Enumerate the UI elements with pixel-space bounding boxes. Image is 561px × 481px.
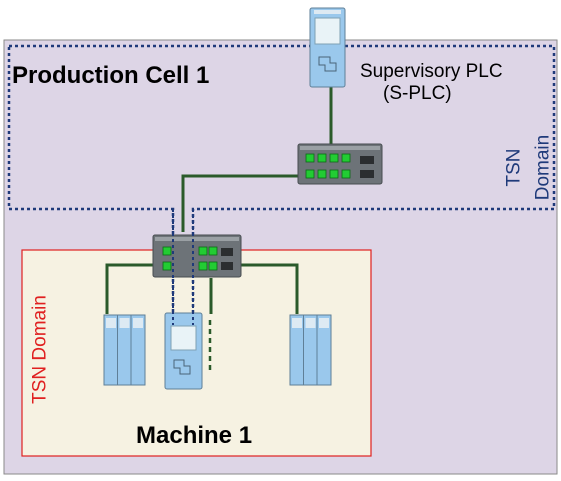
tsn-domain-outer-label-line2: Domain bbox=[532, 134, 554, 201]
plc-controller-icon[interactable] bbox=[164, 312, 203, 390]
tsn-domain-machine-label: TSN Domain bbox=[29, 295, 51, 404]
io-module-icon[interactable] bbox=[289, 314, 332, 386]
network-switch-icon[interactable] bbox=[297, 143, 383, 185]
supervisory-plc-label: Supervisory PLC bbox=[360, 61, 503, 82]
network-switch-icon[interactable] bbox=[152, 234, 242, 278]
network-links bbox=[105, 85, 333, 314]
tsn-domain-outer-label-line1: TSN bbox=[503, 148, 525, 187]
production-cell-title: Production Cell 1 bbox=[12, 62, 210, 89]
machine-title: Machine 1 bbox=[136, 422, 253, 449]
tsn-domain-branch bbox=[172, 209, 194, 325]
io-module-icon[interactable] bbox=[103, 314, 146, 386]
plc-controller-icon[interactable] bbox=[309, 7, 346, 88]
supervisory-plc-abbrev: (S-PLC) bbox=[383, 83, 452, 104]
